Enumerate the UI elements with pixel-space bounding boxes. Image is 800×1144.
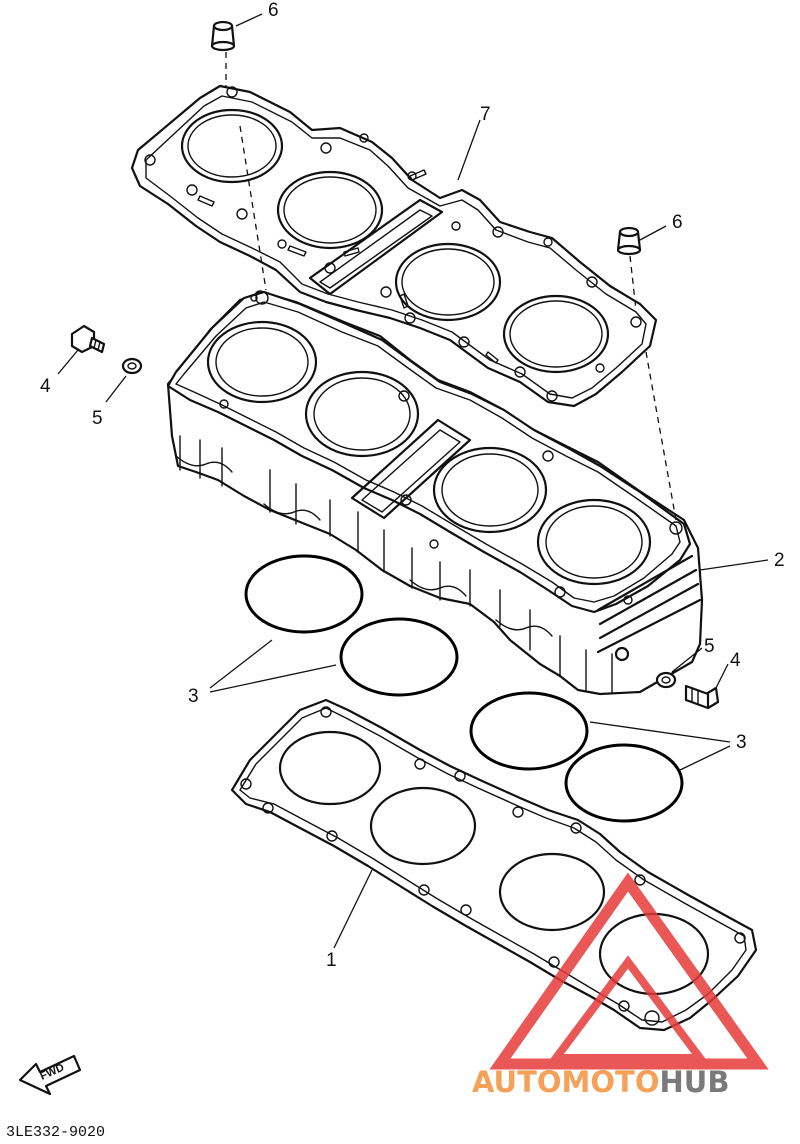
washer-left — [121, 357, 143, 375]
callout-washer-left: 5 — [92, 408, 103, 429]
dowel-pin-top — [210, 20, 236, 52]
callout-washer-right: 5 — [704, 636, 715, 657]
callout-bolt-left: 4 — [40, 376, 51, 397]
o-ring — [244, 554, 364, 634]
callout-dowel-right: 6 — [672, 212, 683, 233]
cylinder-block — [166, 290, 704, 696]
head-gasket — [130, 84, 658, 408]
base-gasket — [230, 698, 758, 1032]
bolt-left — [70, 324, 106, 354]
callout-dowel-top: 6 — [268, 0, 279, 21]
callout-base-gasket: 1 — [326, 950, 337, 971]
watermark-brand-text: AUTOMOTOHUB — [472, 1065, 729, 1099]
callout-o-ring-right: 3 — [736, 732, 747, 753]
bolt-right — [684, 684, 720, 710]
o-ring — [339, 617, 459, 697]
washer-right — [655, 671, 677, 689]
part-reference-code: 3LE332-9020 — [6, 1124, 105, 1141]
o-rings — [244, 554, 684, 823]
alignment-lines — [225, 52, 677, 521]
automotohub-watermark-logo — [489, 872, 769, 1070]
callout-cylinder: 2 — [774, 550, 785, 571]
dowel-pin-right — [616, 226, 642, 256]
callout-bolt-right: 4 — [730, 650, 741, 671]
callout-o-ring-left: 3 — [188, 686, 199, 707]
callout-labels: 6 6 7 2 3 3 1 4 5 5 4 — [40, 0, 785, 971]
callout-head-gasket: 7 — [480, 104, 491, 125]
o-ring — [564, 743, 684, 823]
forward-direction-arrow: FWD — [18, 1054, 82, 1096]
leader-lines — [57, 13, 769, 949]
o-ring — [469, 691, 589, 771]
